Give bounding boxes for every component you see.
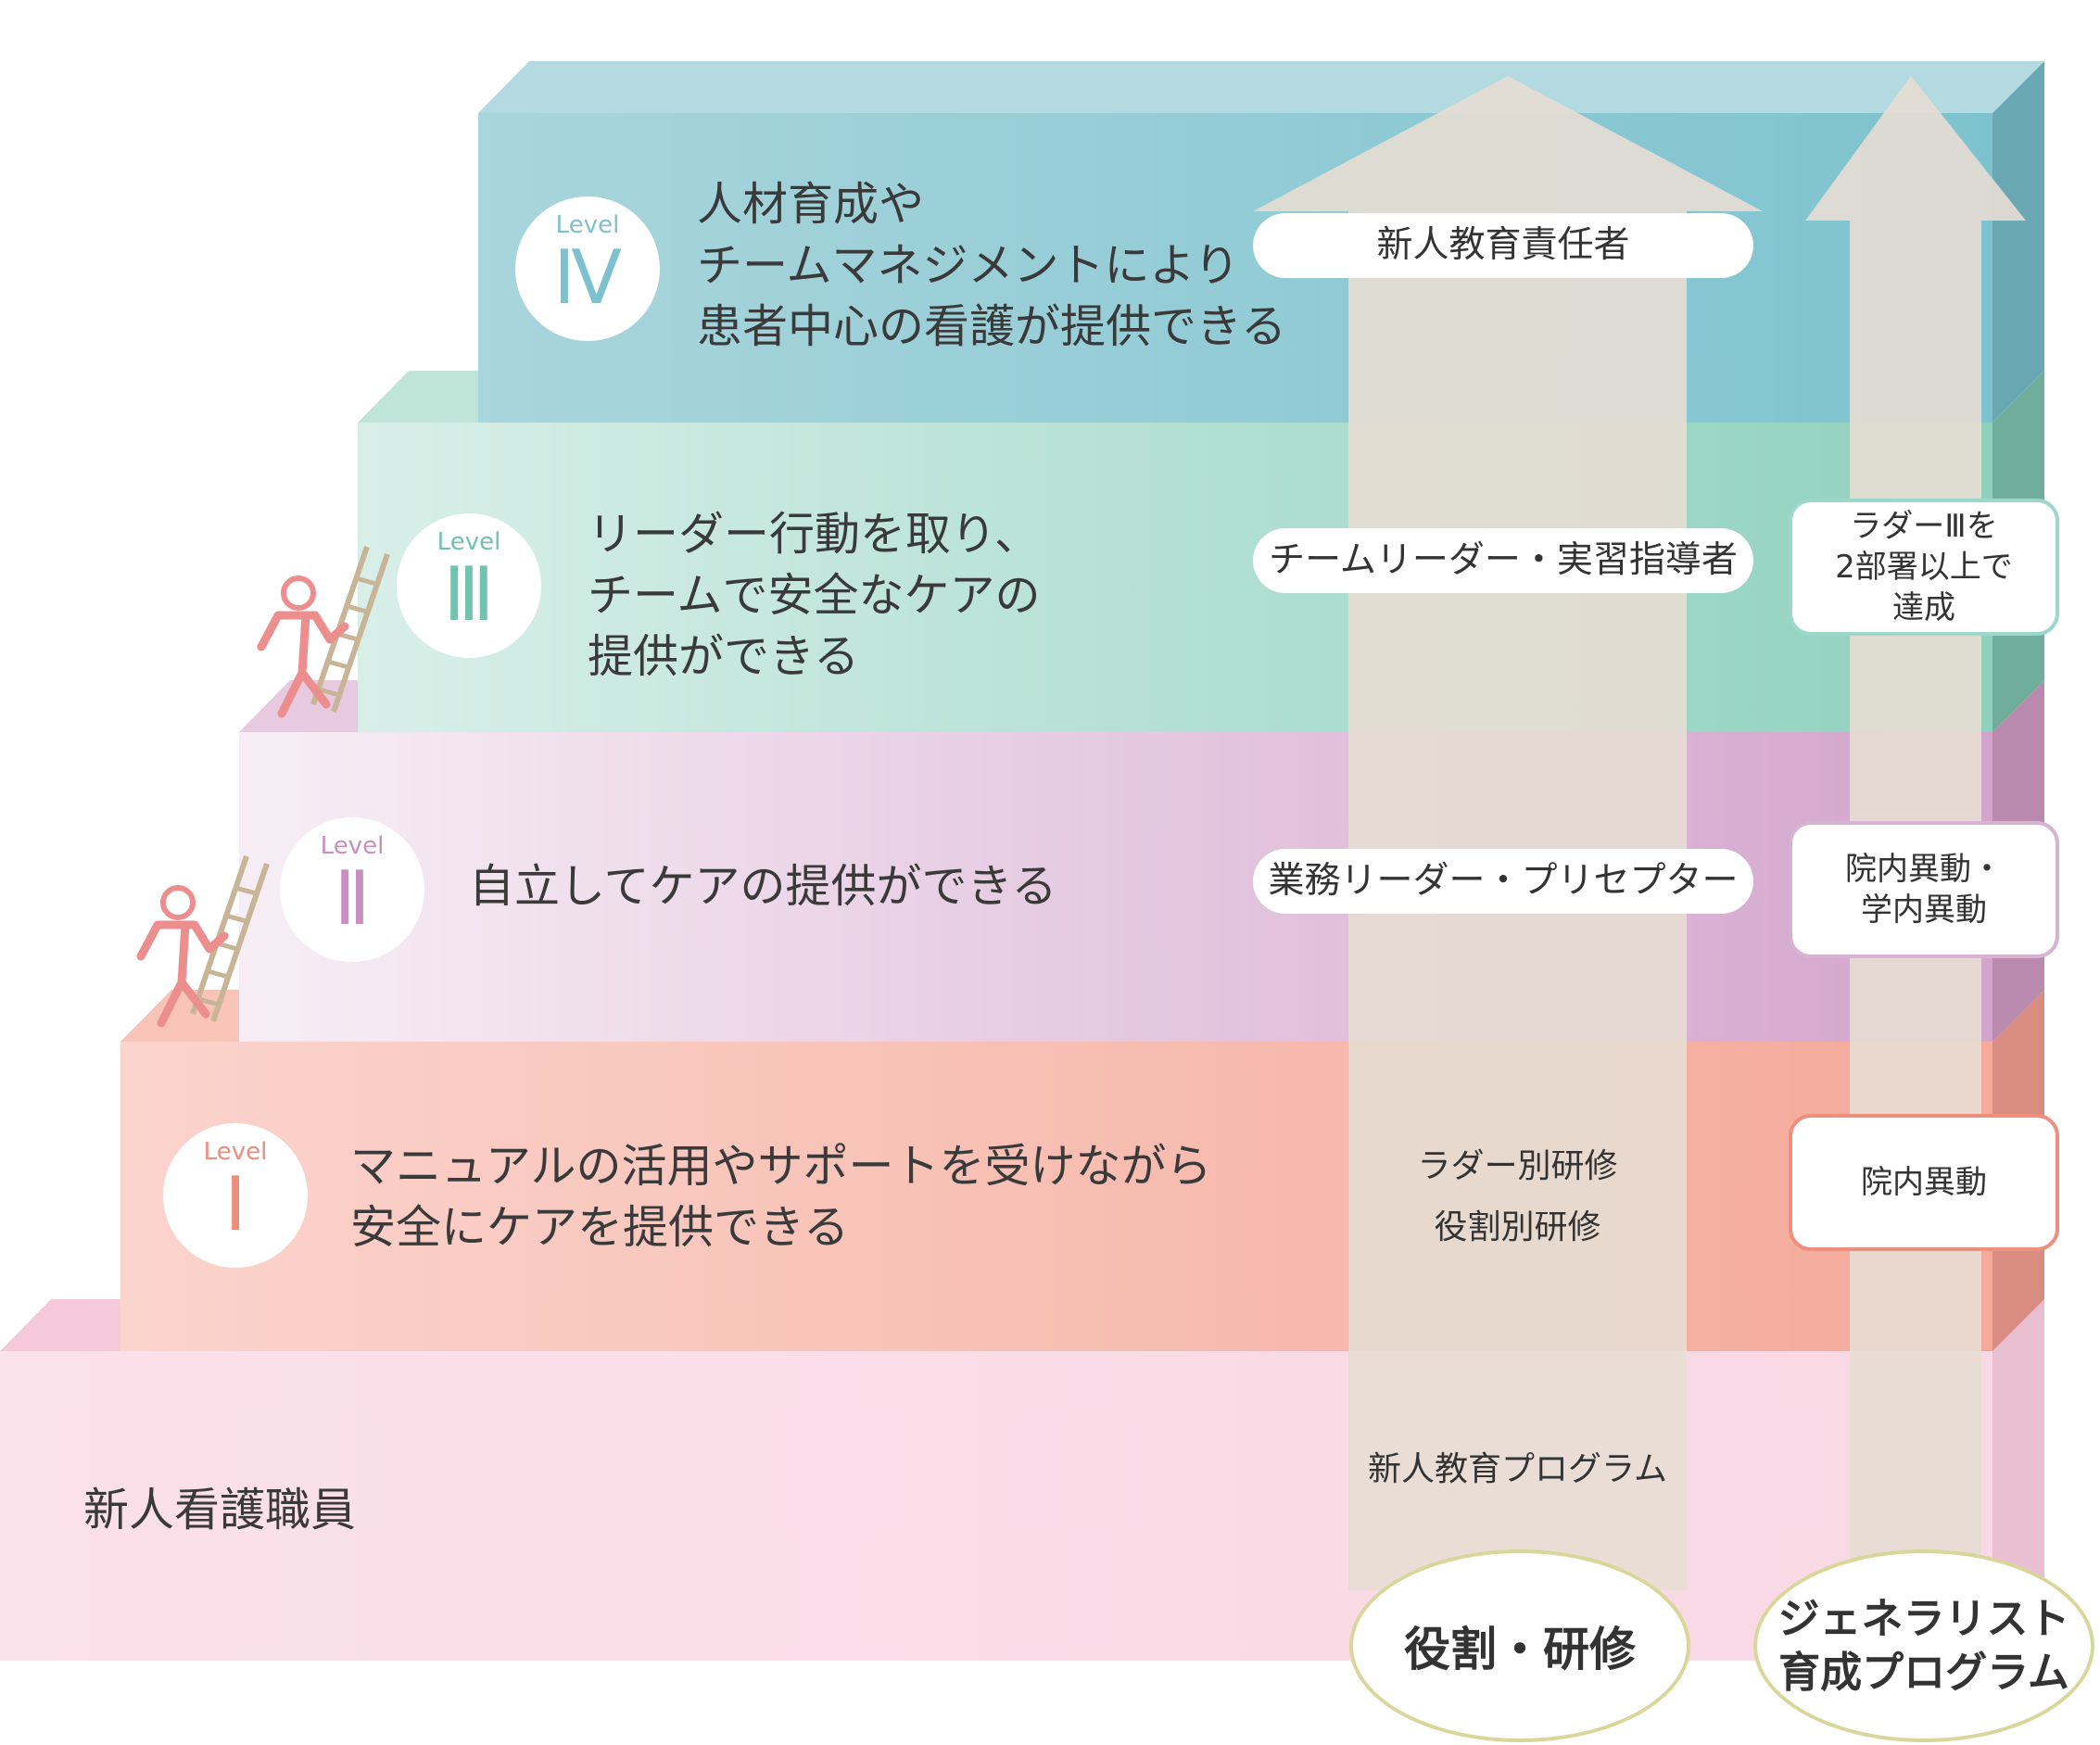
note1-line2: 2部署以上で: [1835, 549, 2013, 586]
note3-line1: 院内異動: [1861, 1164, 1987, 1201]
level3-numeral: Ⅲ: [443, 551, 495, 638]
level4-line1: 人材育成や: [697, 178, 925, 231]
level1-description: マニュアルの活用やサポートを受けながら 安全にケアを提供できる: [350, 1136, 1212, 1258]
generalist-ellipse: ジェネラリスト 育成プログラム: [1753, 1549, 2094, 1742]
note1-line3: 達成: [1892, 589, 1955, 626]
level1-numeral: Ⅰ: [224, 1161, 247, 1247]
level3-line3: 提供ができる: [588, 630, 860, 683]
level4-line3: 患者中心の看護が提供できる: [697, 300, 1287, 353]
generalist-note-internal-transfer: 院内異動: [1789, 1114, 2059, 1251]
level3-line2: チームで安全なケアの: [588, 569, 1041, 622]
base-label: 新人看護職員: [83, 1484, 357, 1536]
level4-badge: Level Ⅳ: [515, 196, 660, 341]
role-pill-team-leader: チームリーダー・実習指導者: [1253, 528, 1753, 593]
level1-line2: 安全にケアを提供できる: [350, 1201, 850, 1254]
training-ladder: ラダー別研修: [1417, 1147, 1618, 1185]
note2-line1: 院内異動・: [1845, 851, 2003, 888]
new-staff-program: 新人教育プログラム: [1368, 1450, 1667, 1488]
level4-line2: チームマネジメントにより: [697, 239, 1240, 292]
level1-word: Level: [203, 1138, 268, 1166]
level2-numeral: Ⅱ: [334, 855, 371, 942]
roles-training-ellipse: 役割・研修: [1349, 1549, 1690, 1742]
level2-description: 自立してケアの提供ができる: [469, 856, 1057, 917]
level4-side: [1992, 61, 2044, 423]
note1-line1: ラダーⅢを: [1850, 508, 1998, 545]
role-pill-education-manager: 新人教育責任者: [1253, 213, 1753, 278]
level4-numeral: Ⅳ: [553, 234, 622, 321]
level2-badge: Level Ⅱ: [280, 817, 424, 962]
training-role: 役割別研修: [1434, 1208, 1601, 1246]
level4-top: [478, 61, 2044, 113]
level3-word: Level: [436, 528, 501, 556]
roles-training-label: 役割・研修: [1404, 1623, 1636, 1676]
level4-word: Level: [555, 211, 620, 239]
level4-description: 人材育成や チームマネジメントにより 患者中心の看護が提供できる: [697, 174, 1286, 358]
roles-arrow: [1253, 76, 1763, 1590]
generalist-note-transfer: 院内異動・ 学内異動: [1789, 821, 2059, 958]
note2-line2: 学内異動: [1861, 891, 1987, 929]
level2-line1: 自立してケアの提供ができる: [469, 860, 1057, 913]
level3-badge: Level Ⅲ: [397, 513, 541, 658]
level1-line1: マニュアルの活用やサポートを受けながら: [350, 1140, 1212, 1193]
level2-word: Level: [320, 832, 385, 860]
training-list: ラダー別研修 役割別研修: [1348, 1136, 1687, 1258]
climber-figure-lower: [136, 855, 270, 1028]
role-pill-work-leader: 業務リーダー・プリセプター: [1253, 849, 1753, 914]
generalist-label-line1: ジェネラリスト: [1777, 1594, 2070, 1643]
level3-description: リーダー行動を取り、 チームで安全なケアの 提供ができる: [588, 504, 1041, 688]
generalist-note-ladder3: ラダーⅢを 2部署以上で 達成: [1789, 499, 2059, 636]
level1-badge: Level Ⅰ: [163, 1123, 308, 1268]
level3-line1: リーダー行動を取り、: [588, 508, 1041, 561]
climber-figure-upper: [257, 546, 390, 718]
generalist-label-line2: 育成プログラム: [1778, 1648, 2069, 1697]
